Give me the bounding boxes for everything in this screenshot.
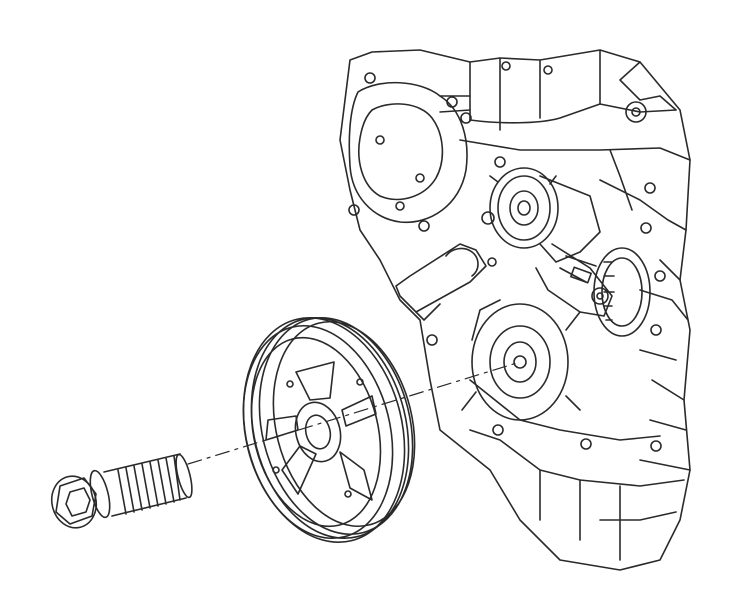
belt-tensioner	[535, 175, 613, 317]
alignment-centerline	[187, 361, 521, 465]
camshaft-sensor	[395, 243, 497, 321]
lower-crank-housing	[461, 299, 581, 421]
crankshaft-balancer-bolt	[50, 453, 193, 529]
engine-front-cover	[339, 49, 691, 571]
water-pump-pulley	[489, 167, 559, 249]
idler-pulley	[593, 247, 651, 337]
crankshaft-balancer	[242, 316, 416, 544]
